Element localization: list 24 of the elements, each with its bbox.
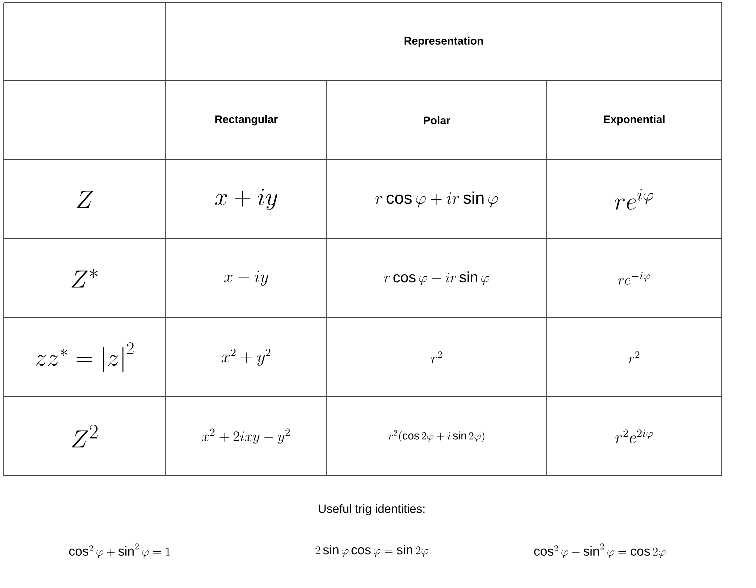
identity-formula: $\cos^{2}\varphi-\sin^{2}\varphi=\cos 2\varphi$ [534, 544, 666, 558]
row-formula: $Z^{2}$ [72, 425, 98, 448]
formula: $r\cos\varphi-ir\sin\varphi$ [384, 272, 490, 286]
formula: $x^{2}+2ixy-y^{2}$ [202, 428, 290, 444]
identity-formula: $\cos^{2}\varphi+\sin^{2}\varphi=1$ [69, 544, 170, 558]
formula: $r^{2}(\cos 2\varphi+i\sin 2\varphi)$ [388, 430, 485, 442]
column-heading: Exponential [604, 115, 665, 126]
formula: $x^{2}+y^{2}$ [222, 348, 271, 366]
note: Useful trig identities: [319, 504, 425, 516]
formula: $r^{2}$ [431, 351, 442, 364]
identity-formula: $2\sin\varphi\cos\varphi=\sin 2\varphi$ [316, 545, 428, 558]
formula: $r^{2}e^{2i\varphi}$ [616, 430, 653, 444]
row-formula: $Z^{*}$ [72, 269, 98, 288]
formula: $re^{-i\varphi}$ [618, 272, 650, 285]
row-formula: $Z$ [77, 191, 94, 208]
column-group-heading: Representation [404, 36, 484, 48]
formula: $r^{2}$ [628, 351, 640, 364]
row-formula: $zz^{*}=\left|z\right|^{2}$ [36, 342, 134, 372]
formula: $re^{i\varphi}$ [615, 189, 654, 210]
column-heading: Polar [424, 116, 451, 125]
formula: $r\cos\varphi+ir\sin\varphi$ [376, 192, 498, 208]
formula: $x-iy$ [224, 271, 268, 286]
formula: $x+iy$ [215, 188, 278, 210]
column-heading: Rectangular [216, 115, 278, 126]
